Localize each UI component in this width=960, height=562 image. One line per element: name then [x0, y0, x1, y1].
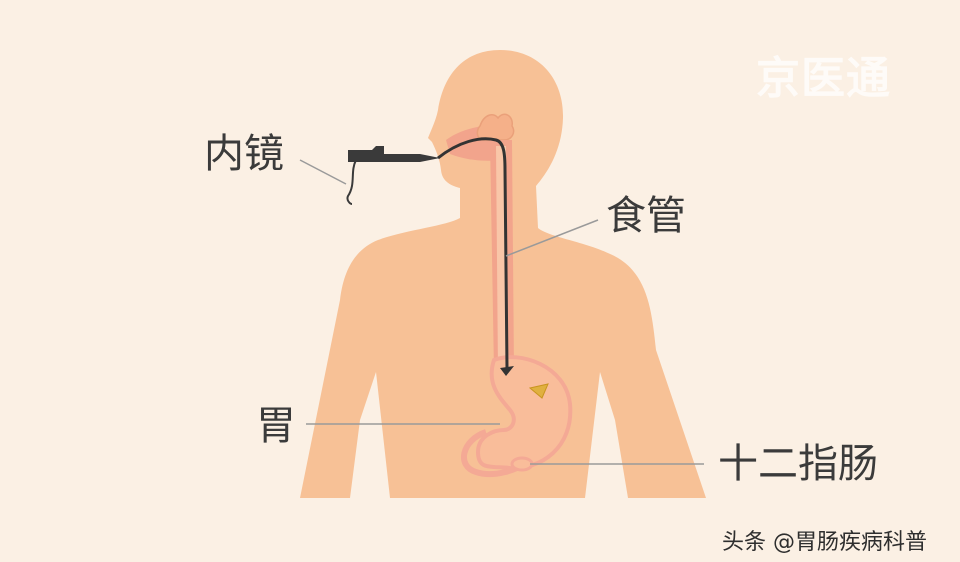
endoscope-handle — [348, 146, 440, 162]
duodenum-end — [510, 456, 534, 472]
label-duodenum: 十二指肠 — [718, 441, 878, 487]
watermark-logo: 京医通 — [756, 53, 891, 104]
leader-line-esophagus — [505, 219, 599, 257]
endoscope-cable — [346, 159, 357, 205]
endoscope-scope-tube — [437, 137, 509, 369]
footer-credit: 头条 @胃肠疾病科普 — [722, 530, 927, 555]
label-endoscope: 内镜 — [204, 131, 284, 177]
label-esophagus: 食管 — [606, 193, 686, 239]
leader-line-endoscope — [299, 159, 347, 185]
label-stomach: 胃 — [256, 403, 296, 449]
endoscope-light — [528, 383, 549, 399]
endoscope-tip — [500, 366, 514, 376]
